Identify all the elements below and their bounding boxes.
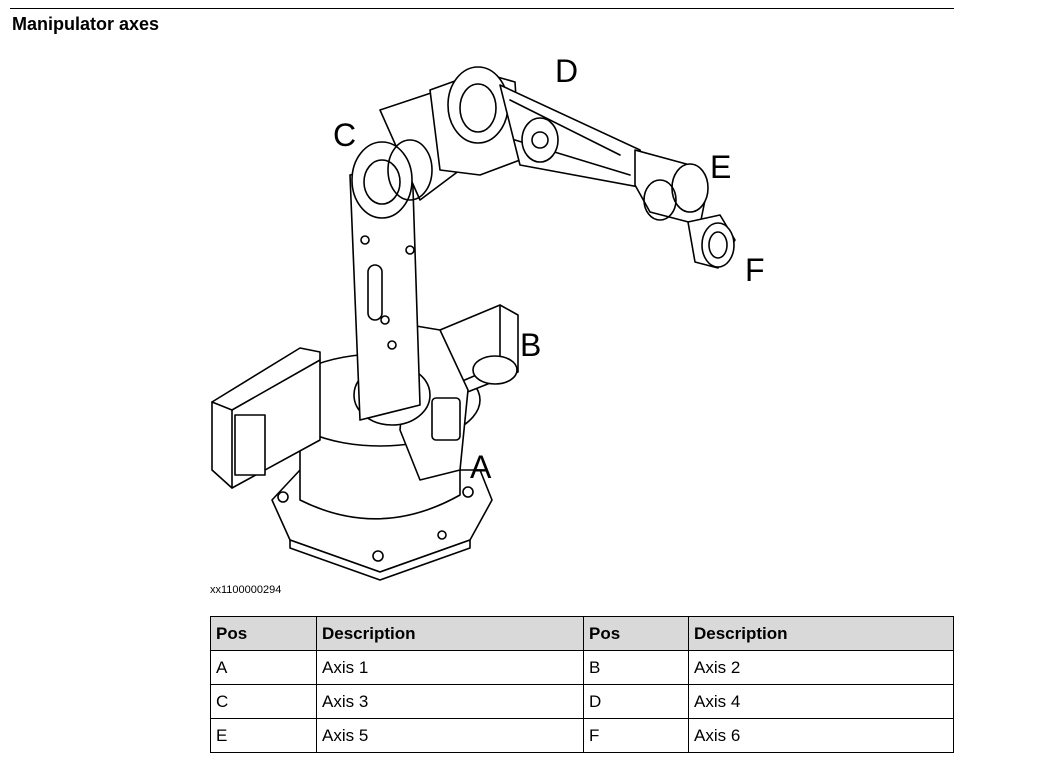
cell-description: Axis 2 [688, 650, 954, 685]
cell-description: Axis 3 [316, 684, 584, 719]
table-row: C Axis 3 D Axis 4 [210, 684, 954, 719]
cable-box [211, 347, 321, 489]
header-description: Description [688, 616, 954, 651]
cell-pos: D [583, 684, 689, 719]
axis-label-f: F [745, 252, 765, 288]
cell-description: Axis 5 [316, 718, 584, 753]
figure-id: xx1100000294 [210, 584, 282, 596]
table-row: E Axis 5 F Axis 6 [210, 718, 954, 753]
axis-label-a: A [470, 449, 492, 485]
axis-label-b: B [520, 327, 541, 363]
cell-pos: A [210, 650, 317, 685]
cell-pos: B [583, 650, 689, 685]
section-title: Manipulator axes [12, 14, 160, 34]
axis-6-flange [687, 214, 736, 269]
table-row: A Axis 1 B Axis 2 [210, 650, 954, 685]
cell-description: Axis 4 [688, 684, 954, 719]
axis-5-wrist [634, 149, 709, 226]
cell-description: Axis 6 [688, 718, 954, 753]
axis-label-c: C [333, 117, 356, 153]
axis-label-e: E [710, 149, 731, 185]
axes-table: Pos Description Pos Description A Axis 1… [210, 616, 954, 753]
axis-label-d: D [555, 53, 578, 89]
cell-pos: E [210, 718, 317, 753]
header-description: Description [316, 616, 584, 651]
header-pos: Pos [210, 616, 317, 651]
cell-pos: C [210, 684, 317, 719]
robot-figure: A B C D E F [195, 45, 795, 585]
table-header-row: Pos Description Pos Description [210, 616, 954, 651]
top-rule [10, 8, 954, 9]
cell-pos: F [583, 718, 689, 753]
upper-arm [429, 66, 656, 191]
cell-description: Axis 1 [316, 650, 584, 685]
header-pos: Pos [583, 616, 689, 651]
